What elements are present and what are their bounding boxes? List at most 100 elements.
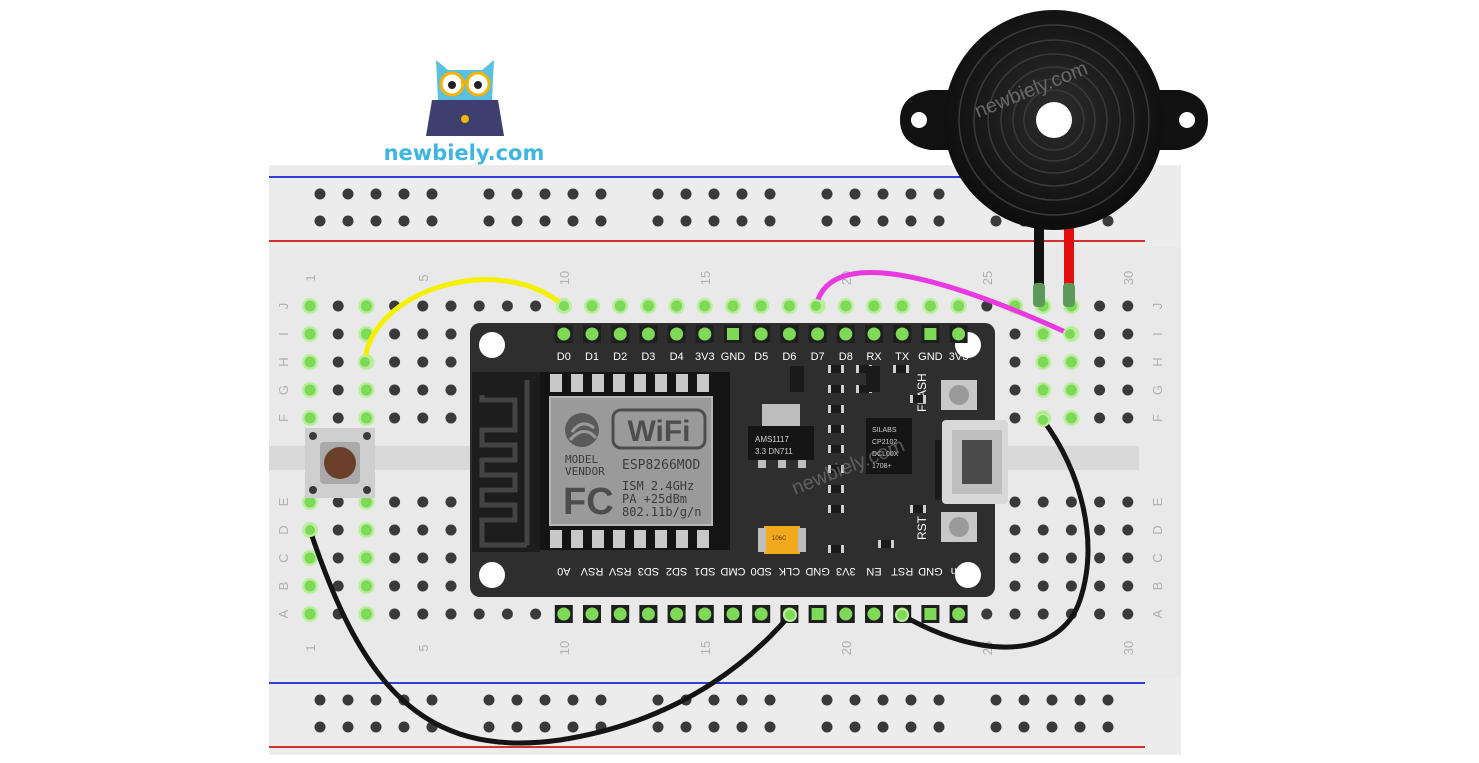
module-pad: [634, 374, 646, 392]
rail-hole: [511, 188, 523, 200]
module-name: ESP8266MOD: [622, 458, 700, 473]
row-label: E: [276, 497, 291, 506]
terminal-hole: [304, 356, 316, 368]
terminal-hole: [953, 300, 965, 312]
terminal-hole: [360, 608, 372, 620]
rail-hole: [1046, 721, 1058, 733]
rail-hole: [398, 215, 410, 227]
row-label: B: [1150, 582, 1165, 591]
rail-hole: [652, 694, 664, 706]
wire-end: [1038, 415, 1048, 425]
terminal-hole: [445, 328, 457, 340]
wires: [307, 269, 1091, 746]
terminal-hole: [614, 300, 626, 312]
module-line-vendor: VENDOR: [565, 465, 605, 478]
terminal-hole: [1009, 328, 1021, 340]
rail-hole: [933, 694, 945, 706]
bottom-pin-label: Vin: [951, 565, 967, 577]
terminal-hole: [1094, 580, 1106, 592]
terminal-hole: [1065, 580, 1077, 592]
column-number: 15: [698, 271, 713, 285]
piezo-buzzer: newbiely.com: [900, 10, 1208, 290]
spec-pa: PA +25dBm: [622, 492, 687, 506]
top-pin-label: D3: [641, 351, 655, 363]
smd-part: [858, 385, 870, 393]
usb-uart-chip: SILABS CP2102 DCL00X 1708+: [866, 418, 912, 474]
rail-hole: [342, 694, 354, 706]
rail-hole: [398, 721, 410, 733]
terminal-hole: [1037, 524, 1049, 536]
rail-hole: [483, 188, 495, 200]
cap-label: 106C: [772, 536, 787, 542]
rail-hole: [933, 721, 945, 733]
bottom-pin-label: CLK: [778, 565, 800, 577]
module-pad: [697, 530, 709, 548]
terminal-hole: [1094, 300, 1106, 312]
smd-part: [858, 365, 870, 373]
top-pin-label: D8: [839, 351, 853, 363]
mount-hole: [479, 562, 505, 588]
terminal-hole: [1037, 608, 1049, 620]
micro-usb-port[interactable]: [942, 420, 1008, 504]
buzzer-lead-tip: [1033, 283, 1045, 307]
terminal-hole: [501, 300, 513, 312]
rail-hole: [849, 188, 861, 200]
header-pin: [641, 607, 655, 621]
flash-button[interactable]: [941, 380, 977, 410]
regulator-line-2: 3.3 DN711: [755, 447, 793, 456]
module-pad: [613, 374, 625, 392]
row-label: F: [276, 414, 291, 422]
module-pad: [613, 530, 625, 548]
terminal-hole: [755, 300, 767, 312]
buzzer-ring: [987, 53, 1121, 187]
terminal-hole: [332, 524, 344, 536]
wire-ends: [303, 283, 1077, 622]
smd-terminal: [841, 425, 844, 433]
rst-button[interactable]: [941, 512, 977, 542]
terminal-hole: [1122, 356, 1134, 368]
rail-hole: [342, 721, 354, 733]
smd-part: [935, 440, 941, 500]
push-button[interactable]: [305, 428, 375, 498]
rail-hole: [736, 215, 748, 227]
terminal-hole: [1009, 384, 1021, 396]
header-pin: [754, 327, 768, 341]
rail-hole: [1018, 721, 1030, 733]
terminal-hole: [417, 384, 429, 396]
terminal-hole: [1037, 580, 1049, 592]
voltage-regulator: AMS1117 3.3 DN711: [748, 404, 814, 468]
rail-hole: [877, 694, 889, 706]
rail-hole: [483, 215, 495, 227]
bottom-pin-label: 3V3: [836, 565, 856, 577]
module-pad: [592, 374, 604, 392]
smd-terminal: [893, 365, 896, 373]
smd-terminal: [828, 385, 831, 393]
terminal-hole: [1094, 496, 1106, 508]
terminal-hole: [1009, 608, 1021, 620]
rail-hole: [1018, 694, 1030, 706]
terminal-hole: [332, 580, 344, 592]
rail-hole: [764, 694, 776, 706]
smd-part: [830, 385, 842, 393]
row-label: A: [276, 609, 291, 618]
terminal-hole: [332, 412, 344, 424]
rail-hole: [933, 215, 945, 227]
smd-terminal: [910, 395, 913, 403]
smd-part: [830, 425, 842, 433]
terminal-hole: [501, 608, 513, 620]
rail-hole: [314, 694, 326, 706]
rail-hole: [539, 721, 551, 733]
rail-hole: [905, 215, 917, 227]
top-pin-label: D2: [613, 351, 627, 363]
terminal-hole: [1009, 524, 1021, 536]
rail-hole: [370, 215, 382, 227]
smd-part: [830, 365, 842, 373]
terminal-hole: [304, 608, 316, 620]
terminal-hole: [417, 300, 429, 312]
terminal-hole: [360, 412, 372, 424]
terminal-hole: [1009, 496, 1021, 508]
rail-hole: [370, 721, 382, 733]
row-label: C: [1150, 553, 1165, 562]
terminal-hole: [389, 580, 401, 592]
